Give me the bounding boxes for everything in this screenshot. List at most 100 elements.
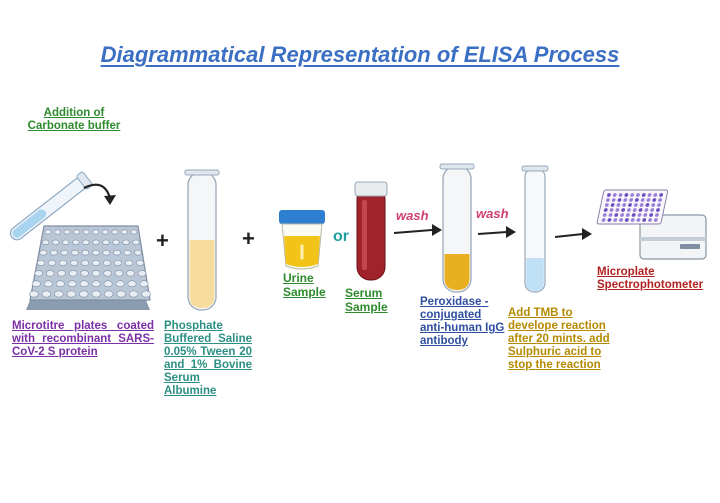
plate-well — [54, 290, 64, 298]
spectro-plate-well — [620, 213, 625, 217]
plate-well — [139, 280, 149, 288]
plate-well — [80, 270, 89, 277]
spectro-plate-well — [635, 193, 640, 197]
spectro-plate-well — [622, 203, 627, 207]
plate-well — [81, 249, 90, 256]
plate-well — [60, 249, 69, 256]
wash-label-1: wash — [396, 208, 429, 223]
pbs-tube-icon — [184, 169, 220, 311]
spectrophotometer-label: Microplate Spectrophotometer — [597, 266, 704, 291]
page-title: Diagrammatical Representation of ELISA P… — [100, 42, 620, 67]
tmb-label: Add TMB to develope reaction after 20 mi… — [508, 307, 610, 371]
spectro-plate-well — [643, 213, 648, 217]
plate-well — [113, 259, 123, 266]
spectro-plate-well — [644, 208, 649, 212]
plate-well — [92, 229, 100, 235]
plate-well — [43, 280, 53, 288]
plate-well — [71, 249, 79, 256]
plate-well — [79, 280, 89, 288]
spectro-plate-well — [649, 213, 654, 217]
plate-well — [115, 280, 125, 288]
microtitre-plate-icon — [26, 225, 151, 310]
plate-well — [92, 239, 100, 246]
plate-well — [67, 280, 77, 288]
plate-well — [63, 229, 71, 235]
plate-well — [54, 229, 62, 235]
spectro-plate-well — [650, 208, 655, 212]
spectro-plate-well — [656, 208, 660, 212]
plate-well — [116, 290, 126, 298]
pouring-test-tube-icon — [9, 171, 93, 241]
spectro-plate-well — [641, 193, 646, 197]
plus-operator-2: + — [242, 226, 255, 251]
spectro-plate-well — [640, 198, 645, 202]
urine-sample-label: Urine Sample — [283, 271, 326, 299]
spectro-plate-well — [623, 198, 628, 202]
spectro-plate-well — [617, 198, 622, 202]
plate-well — [112, 239, 120, 246]
spectro-plate-well — [614, 213, 619, 217]
plate-well — [134, 249, 142, 256]
spectro-plate-well — [616, 203, 621, 207]
plate-well — [113, 249, 121, 256]
plate-well — [137, 270, 147, 277]
plate-well — [103, 290, 114, 298]
spectro-plate-well — [637, 213, 642, 217]
microtitre-plate-label: Microtitre plates coated with recombinan… — [12, 320, 154, 358]
arrow-to-spectrophotometer — [554, 233, 584, 238]
plate-well — [61, 239, 70, 246]
plate-well — [91, 270, 101, 277]
arrowhead-icon — [104, 195, 116, 205]
spectro-plate-well — [648, 218, 652, 222]
plate-well — [122, 239, 130, 246]
plate-well — [101, 229, 109, 235]
plate-well — [102, 239, 110, 246]
spectro-plate-well — [601, 218, 606, 222]
or-operator: or — [333, 228, 349, 245]
spectro-plate-well — [607, 218, 612, 222]
spectro-plate-well — [627, 208, 631, 212]
spectro-plate-well — [658, 198, 663, 202]
spectro-plate-well — [634, 198, 639, 202]
spectro-plate-well — [638, 208, 643, 212]
spectro-plate-well — [657, 203, 661, 207]
plate-well — [130, 229, 138, 235]
spectro-plate-well — [624, 193, 629, 197]
plate-well — [128, 290, 139, 298]
plate-well — [72, 239, 80, 246]
spectro-plate-well — [602, 213, 607, 217]
curved-arrow-icon — [83, 183, 112, 199]
spectro-plate-well — [630, 218, 635, 222]
plate-well — [91, 259, 101, 266]
spectro-plate-well — [604, 203, 609, 207]
plate-well — [126, 270, 135, 277]
plate-well — [82, 239, 90, 246]
spectro-plate-well — [654, 213, 659, 217]
spectro-plate-well — [618, 193, 623, 197]
spectro-plate-well — [606, 193, 611, 197]
spectro-plate-well — [651, 203, 656, 207]
spectro-plate-well — [615, 208, 620, 212]
wash-arrow-1 — [393, 229, 433, 234]
spectro-plate-well — [639, 203, 644, 207]
tmb-tube-icon — [521, 165, 549, 293]
wash-arrow-2 — [477, 231, 508, 235]
spectro-plate-well — [629, 198, 634, 202]
spectro-plate-well — [609, 208, 614, 212]
plate-well — [55, 280, 65, 288]
plate-well — [111, 229, 119, 235]
plate-well — [132, 239, 140, 246]
plate-well — [39, 249, 48, 256]
wash-label-2: wash — [476, 206, 509, 221]
spectro-plate-well — [653, 218, 658, 222]
plate-well — [41, 239, 50, 246]
plate-well — [57, 270, 66, 277]
spectro-plate-well — [625, 213, 630, 217]
spectro-plate-well — [630, 193, 635, 197]
plate-well — [51, 239, 60, 246]
plate-well — [79, 290, 89, 298]
spectro-plate-well — [652, 198, 657, 202]
plate-well — [103, 270, 112, 277]
plate-well — [103, 280, 113, 288]
